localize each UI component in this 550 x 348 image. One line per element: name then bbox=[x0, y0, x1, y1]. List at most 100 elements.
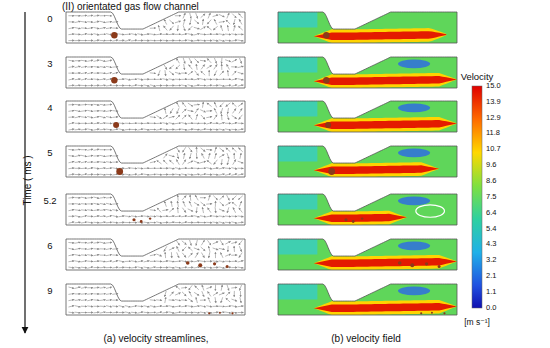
streamline-arrow bbox=[87, 85, 93, 86]
streamline-arrow bbox=[169, 40, 175, 41]
streamline-arrow bbox=[144, 222, 150, 223]
colorbar-tick: 1.1 bbox=[486, 288, 496, 296]
streamline-arrow bbox=[227, 108, 228, 114]
streamline-arrow bbox=[93, 15, 99, 17]
streamline-arrow bbox=[202, 207, 203, 213]
droplet bbox=[438, 265, 441, 268]
streamline-arrow bbox=[207, 59, 211, 63]
streamline-arrow bbox=[112, 222, 118, 224]
streamline-arrow bbox=[87, 116, 93, 117]
streamline-arrow bbox=[68, 197, 74, 199]
streamline-arrow bbox=[75, 21, 81, 22]
streamline-arrow bbox=[202, 153, 205, 158]
streamline-arrow bbox=[93, 242, 99, 244]
streamline-arrow bbox=[125, 129, 131, 130]
streamline-arrow bbox=[189, 65, 193, 70]
streamline-arrow bbox=[188, 298, 193, 302]
streamline-arrow bbox=[227, 159, 229, 165]
streamline-arrow bbox=[200, 168, 206, 169]
field-base bbox=[278, 12, 457, 43]
streamline-panel bbox=[66, 12, 245, 43]
streamline-arrow bbox=[137, 40, 143, 41]
streamline-arrow bbox=[81, 168, 87, 169]
streamline-arrow bbox=[188, 247, 192, 251]
streamline-arrow bbox=[100, 248, 106, 249]
streamline-arrow bbox=[68, 155, 74, 157]
streamline-arrow bbox=[201, 202, 206, 206]
streamline-arrow bbox=[213, 15, 219, 17]
streamline-arrow bbox=[201, 247, 206, 251]
streamline-arrow bbox=[100, 34, 106, 35]
streamline-arrow bbox=[100, 72, 106, 73]
streamline-arrow bbox=[81, 21, 87, 23]
streamline-arrow bbox=[170, 292, 174, 296]
streamline-arrow bbox=[181, 267, 187, 269]
streamline-arrow bbox=[207, 103, 212, 107]
streamline-arrow bbox=[150, 72, 156, 74]
streamline-arrow bbox=[219, 260, 225, 262]
streamline-arrow bbox=[200, 222, 206, 223]
streamline-arrow bbox=[231, 254, 237, 255]
streamline-arrow bbox=[112, 110, 118, 112]
velocity-panel bbox=[278, 12, 457, 43]
streamline-arrow bbox=[232, 103, 236, 107]
colorbar-tick: 2.1 bbox=[486, 272, 496, 280]
streamline-arrow bbox=[227, 114, 229, 120]
field-inlet bbox=[278, 101, 317, 117]
streamline-arrow bbox=[137, 129, 143, 130]
streamline-arrow bbox=[75, 287, 81, 288]
streamline-arrow bbox=[93, 110, 99, 111]
streamline-arrow bbox=[87, 299, 93, 300]
streamline-arrow bbox=[176, 147, 179, 152]
streamline-arrow bbox=[176, 240, 179, 245]
streamline-arrow bbox=[187, 305, 193, 307]
streamline-arrow bbox=[131, 85, 137, 86]
streamline-arrow bbox=[196, 207, 198, 213]
streamline-arrow bbox=[227, 285, 229, 291]
streamline-arrow bbox=[227, 207, 229, 213]
streamline-arrow bbox=[68, 110, 74, 112]
streamline-arrow bbox=[169, 222, 175, 224]
streamline-arrow bbox=[87, 248, 93, 249]
field-base bbox=[278, 57, 457, 88]
streamline-arrow bbox=[156, 174, 162, 176]
streamline-arrow bbox=[162, 85, 168, 86]
streamline-arrow bbox=[196, 297, 197, 303]
streamline-arrow bbox=[221, 58, 222, 64]
streamline-arrow bbox=[112, 129, 118, 130]
streamline-arrow bbox=[188, 26, 192, 30]
streamline-arrow bbox=[181, 129, 187, 131]
low-velocity-zone bbox=[398, 241, 430, 250]
streamline-arrow bbox=[169, 174, 175, 175]
streamline-arrow bbox=[112, 203, 118, 205]
streamline-arrow bbox=[100, 110, 106, 111]
streamline-arrow bbox=[87, 66, 93, 67]
streamline-panel bbox=[66, 239, 245, 270]
streamline-arrow bbox=[112, 248, 118, 250]
streamline-arrow bbox=[137, 85, 143, 86]
streamline-arrow bbox=[150, 267, 156, 268]
streamline-arrow bbox=[106, 216, 112, 217]
streamline-arrow bbox=[144, 85, 150, 86]
streamline-arrow bbox=[68, 149, 74, 151]
streamline-arrow bbox=[137, 167, 143, 169]
streamline-arrow bbox=[181, 299, 187, 301]
streamline-arrow bbox=[195, 286, 199, 290]
colorbar-tick: 15.0 bbox=[486, 82, 501, 90]
streamline-arrow bbox=[150, 312, 156, 313]
streamline-arrow bbox=[93, 149, 99, 150]
streamline-arrow bbox=[75, 168, 81, 169]
jet-outer bbox=[314, 211, 407, 225]
streamline-arrow bbox=[231, 306, 237, 307]
streamline-arrow bbox=[106, 174, 112, 175]
colorbar-tick: 3.2 bbox=[486, 256, 496, 264]
streamline-arrow bbox=[214, 19, 217, 24]
streamline-arrow bbox=[195, 59, 199, 63]
streamline-arrow bbox=[68, 300, 74, 301]
channel-outline bbox=[278, 146, 457, 177]
streamline-arrow bbox=[112, 174, 118, 175]
streamline-arrow bbox=[87, 267, 93, 268]
streamline-arrow bbox=[190, 19, 191, 25]
streamline-arrow bbox=[208, 195, 210, 201]
